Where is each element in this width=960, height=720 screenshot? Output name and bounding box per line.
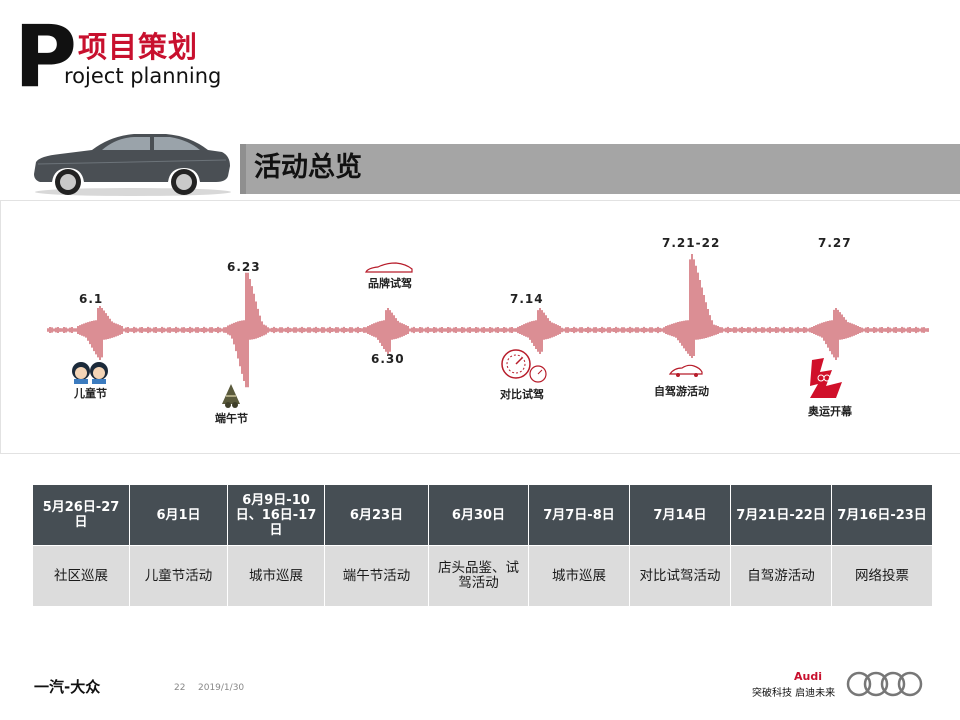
timeline-label-compare: 对比试驾 (500, 388, 544, 401)
schedule-date-cell: 7月14日 (629, 484, 731, 546)
children-icon (72, 362, 108, 384)
schedule-date-cell: 7月7日-8日 (528, 484, 630, 546)
audi-rings-icon (846, 671, 923, 697)
section-banner-accent (240, 144, 246, 194)
timeline-date-6-30: 6.30 (371, 352, 405, 366)
schedule-date-cell: 5月26日-27日 (32, 484, 130, 546)
section-title: 活动总览 (254, 152, 362, 183)
schedule-activity-cell: 社区巡展 (32, 545, 130, 607)
schedule-activity-cell: 店头品鉴、试驾活动 (428, 545, 529, 607)
header-big-letter: P (14, 7, 78, 107)
timeline-date-7-14: 7.14 (510, 292, 544, 306)
schedule-activity-cell: 对比试驾活动 (629, 545, 731, 607)
page-subtitle: roject planning (64, 64, 222, 88)
page-number: 22 (174, 683, 186, 693)
car-outline-icon (365, 262, 413, 273)
timeline-date-7-27: 7.27 (818, 236, 852, 250)
timeline-label-olympics: 奥运开幕 (808, 405, 852, 418)
schedule-header-row: 5月26日-27日 6月1日 6月9日-10日、16日-17日 6月23日 6月… (32, 484, 933, 546)
audi-slogan: 突破科技 启迪未来 (752, 688, 836, 699)
section-banner (240, 144, 960, 194)
car-image (34, 134, 231, 196)
schedule-date-cell: 6月1日 (129, 484, 228, 546)
schedule-date-cell: 6月30日 (428, 484, 529, 546)
schedule-date-cell: 6月23日 (324, 484, 429, 546)
timeline-panel (0, 200, 960, 454)
schedule-activity-cell: 城市巡展 (528, 545, 630, 607)
olympic-logo-icon (810, 358, 842, 398)
page-title: 项目策划 (78, 30, 199, 64)
timeline-date-6-23: 6.23 (227, 260, 261, 274)
speedometer-icon (501, 349, 547, 383)
schedule-activity-cell: 网络投票 (831, 545, 933, 607)
page-date: 2019/1/30 (198, 683, 245, 693)
schedule-activity-cell: 自驾游活动 (730, 545, 832, 607)
zongzi-icon (222, 384, 240, 408)
schedule-date-cell: 6月9日-10日、16日-17日 (227, 484, 325, 546)
schedule-activity-cell: 端午节活动 (324, 545, 429, 607)
timeline-label-selfdrive: 自驾游活动 (654, 385, 709, 398)
timeline-date-7-21-22: 7.21-22 (662, 236, 721, 250)
company-logo: 一汽-大众 (34, 678, 101, 696)
schedule-date-cell: 7月21日-22日 (730, 484, 832, 546)
schedule-date-cell: 7月16日-23日 (831, 484, 933, 546)
audi-wordmark: Audi (794, 670, 822, 683)
schedule-activity-cell: 城市巡展 (227, 545, 325, 607)
timeline-label-dragon: 端午节 (215, 412, 248, 425)
timeline-label-brand: 品牌试驾 (368, 277, 412, 290)
timeline-label-children: 儿童节 (74, 387, 107, 400)
schedule-activity-cell: 儿童节活动 (129, 545, 228, 607)
road-car-icon (668, 364, 703, 377)
timeline-date-6-1: 6.1 (79, 292, 104, 306)
schedule-table: 5月26日-27日 6月1日 6月9日-10日、16日-17日 6月23日 6月… (32, 484, 933, 607)
schedule-activity-row: 社区巡展 儿童节活动 城市巡展 端午节活动 店头品鉴、试驾活动 城市巡展 对比试… (32, 545, 933, 607)
heartbeat-timeline (47, 254, 929, 388)
